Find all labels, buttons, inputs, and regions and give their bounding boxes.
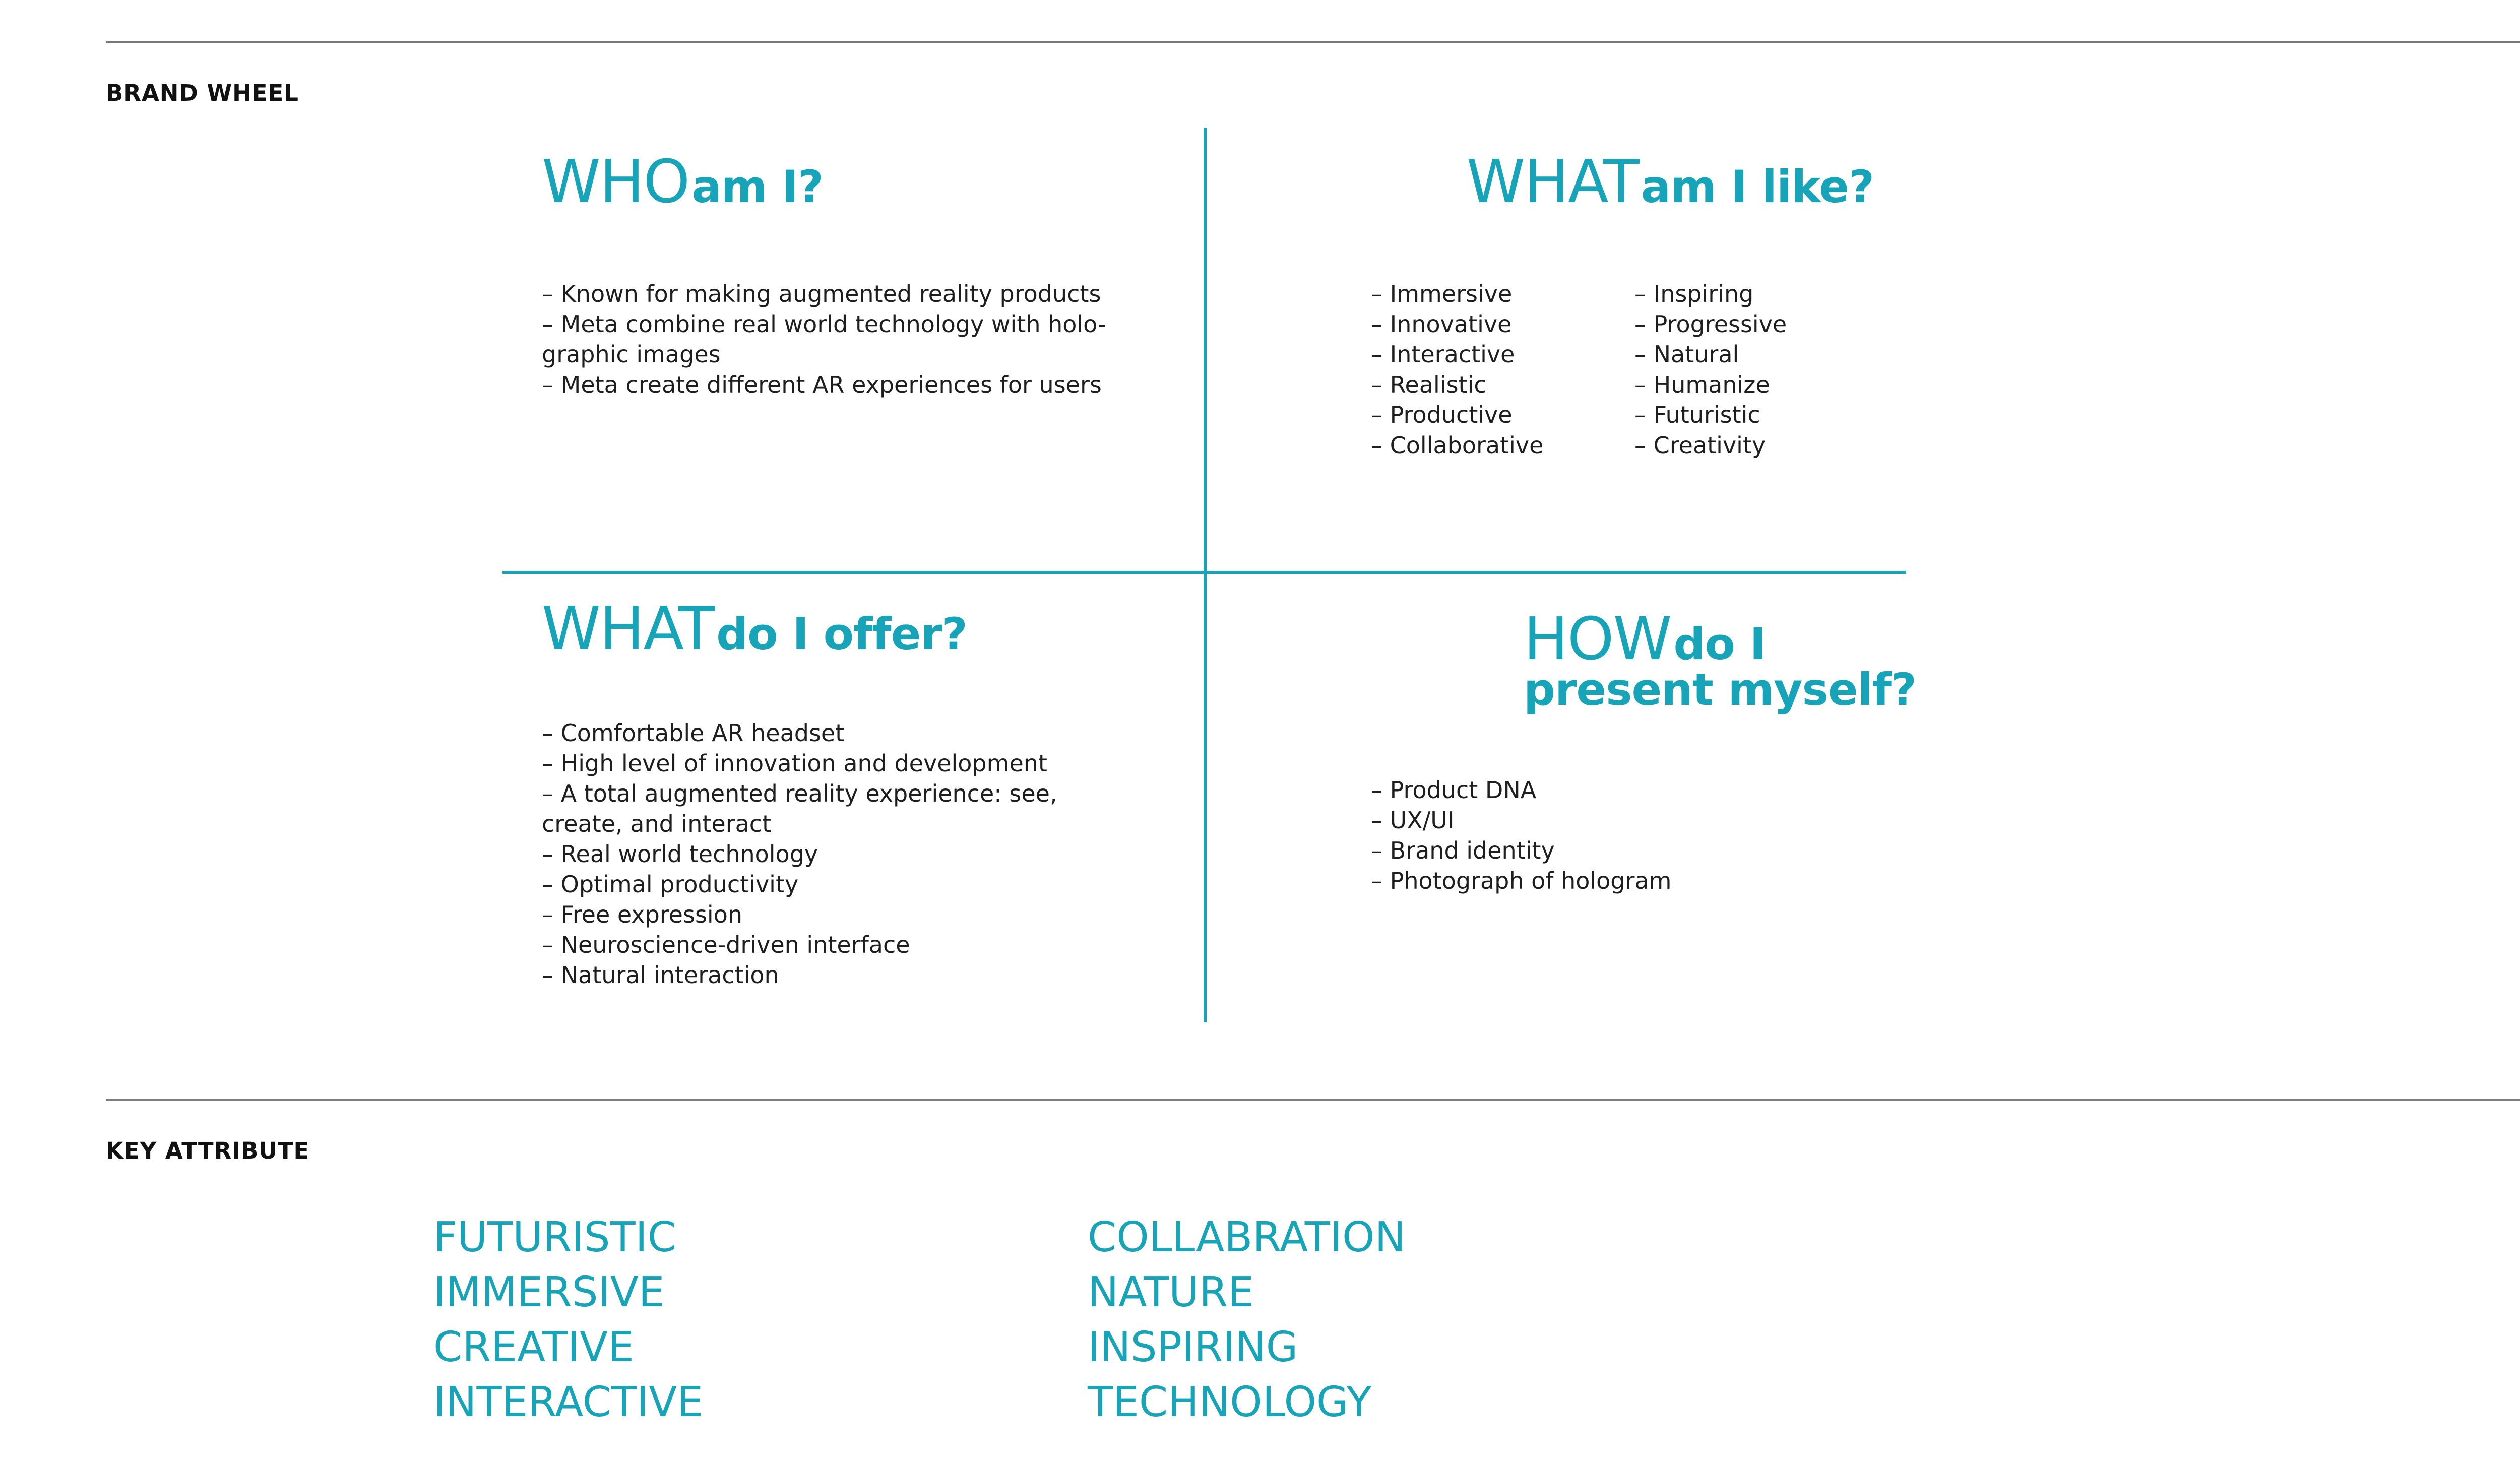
what-offer-title-small: do I offer? bbox=[716, 608, 968, 660]
what-offer-list-item: Free expression bbox=[542, 899, 1111, 930]
what-offer-list-item: A total augmented reality experience: se… bbox=[542, 778, 1111, 839]
brand-wheel-label: BRAND WHEEL bbox=[106, 80, 299, 106]
what-offer-list-item: Optimal productivity bbox=[542, 869, 1111, 899]
what-offer-list: Comfortable AR headsetHigh level of inno… bbox=[542, 718, 1111, 990]
what-like-list-item: Immersive bbox=[1371, 279, 1623, 309]
who-list-item: Known for making augmented reality produ… bbox=[542, 279, 1147, 309]
what-like-list-item: Progressive bbox=[1634, 309, 1886, 339]
what-like-list-item: Humanize bbox=[1634, 370, 1886, 400]
key-attribute-col1: FUTURISTIC IMMERSIVE CREATIVE INTERACTIVE bbox=[433, 1210, 703, 1430]
who-list: Known for making augmented reality produ… bbox=[542, 279, 1147, 400]
what-like-list-col2: InspiringProgressiveNaturalHumanizeFutur… bbox=[1634, 279, 1886, 460]
top-divider bbox=[106, 41, 2520, 43]
what-offer-title-big: WHAT bbox=[542, 594, 715, 663]
who-title-big: WHO bbox=[542, 147, 690, 216]
what-like-list-item: Interactive bbox=[1371, 339, 1623, 370]
key-attribute-item: IMMERSIVE bbox=[433, 1268, 665, 1316]
how-quadrant-title: HOW do I present myself? bbox=[1524, 603, 1917, 716]
what-like-list-item: Creativity bbox=[1634, 430, 1886, 460]
what-like-list-item: Innovative bbox=[1371, 309, 1623, 339]
who-list-item: Meta combine real world technology with … bbox=[542, 309, 1147, 370]
key-attribute-item: INSPIRING bbox=[1088, 1323, 1298, 1371]
who-quadrant-title: WHO am I? bbox=[542, 146, 824, 218]
bottom-divider bbox=[106, 1099, 2520, 1101]
what-like-list-item: Natural bbox=[1634, 339, 1886, 370]
key-attribute-item: FUTURISTIC bbox=[433, 1213, 677, 1261]
what-like-title-small: am I like? bbox=[1641, 161, 1874, 213]
how-list-item: Product DNA bbox=[1371, 775, 1774, 805]
what-offer-list-item: Natural interaction bbox=[542, 960, 1111, 990]
key-attribute-label: KEY ATTRIBUTE bbox=[106, 1137, 310, 1164]
what-offer-quadrant-title: WHAT do I offer? bbox=[542, 593, 968, 665]
how-list-item: Photograph of hologram bbox=[1371, 866, 1774, 896]
key-attribute-item: TECHNOLOGY bbox=[1088, 1378, 1372, 1426]
who-title-small: am I? bbox=[691, 161, 824, 213]
who-list-item: Meta create different AR experiences for… bbox=[542, 370, 1147, 400]
key-attribute-item: CREATIVE bbox=[433, 1323, 634, 1371]
how-title-small-1: do I bbox=[1673, 618, 1766, 670]
wheel-vertical-axis bbox=[1204, 128, 1207, 1022]
what-like-list-item: Realistic bbox=[1371, 370, 1623, 400]
what-offer-list-item: Neuroscience-driven interface bbox=[542, 930, 1111, 960]
what-like-quadrant-title: WHAT am I like? bbox=[1467, 146, 1874, 218]
what-like-list-col1: ImmersiveInnovativeInteractiveRealisticP… bbox=[1371, 279, 1623, 460]
what-like-list-item: Futuristic bbox=[1634, 400, 1886, 430]
how-list-item: Brand identity bbox=[1371, 835, 1774, 866]
how-title-small-2: present myself? bbox=[1524, 663, 1917, 715]
what-like-list-item: Collaborative bbox=[1371, 430, 1623, 460]
what-like-list-item: Inspiring bbox=[1634, 279, 1886, 309]
what-offer-list-item: High level of innovation and development bbox=[542, 748, 1111, 778]
key-attribute-item: INTERACTIVE bbox=[433, 1378, 704, 1426]
what-like-title-big: WHAT bbox=[1466, 147, 1640, 216]
what-offer-list-item: Real world technology bbox=[542, 839, 1111, 869]
key-attribute-item: COLLABRATION bbox=[1088, 1213, 1406, 1261]
how-title-big: HOW bbox=[1524, 604, 1672, 674]
how-list: Product DNAUX/UIBrand identityPhotograph… bbox=[1371, 775, 1774, 896]
key-attribute-item: NATURE bbox=[1088, 1268, 1254, 1316]
how-list-item: UX/UI bbox=[1371, 805, 1774, 835]
what-offer-list-item: Comfortable AR headset bbox=[542, 718, 1111, 748]
what-like-list-item: Productive bbox=[1371, 400, 1623, 430]
key-attribute-col2: COLLABRATION NATURE INSPIRING TECHNOLOGY bbox=[1088, 1210, 1406, 1430]
wheel-horizontal-axis bbox=[502, 571, 1906, 574]
